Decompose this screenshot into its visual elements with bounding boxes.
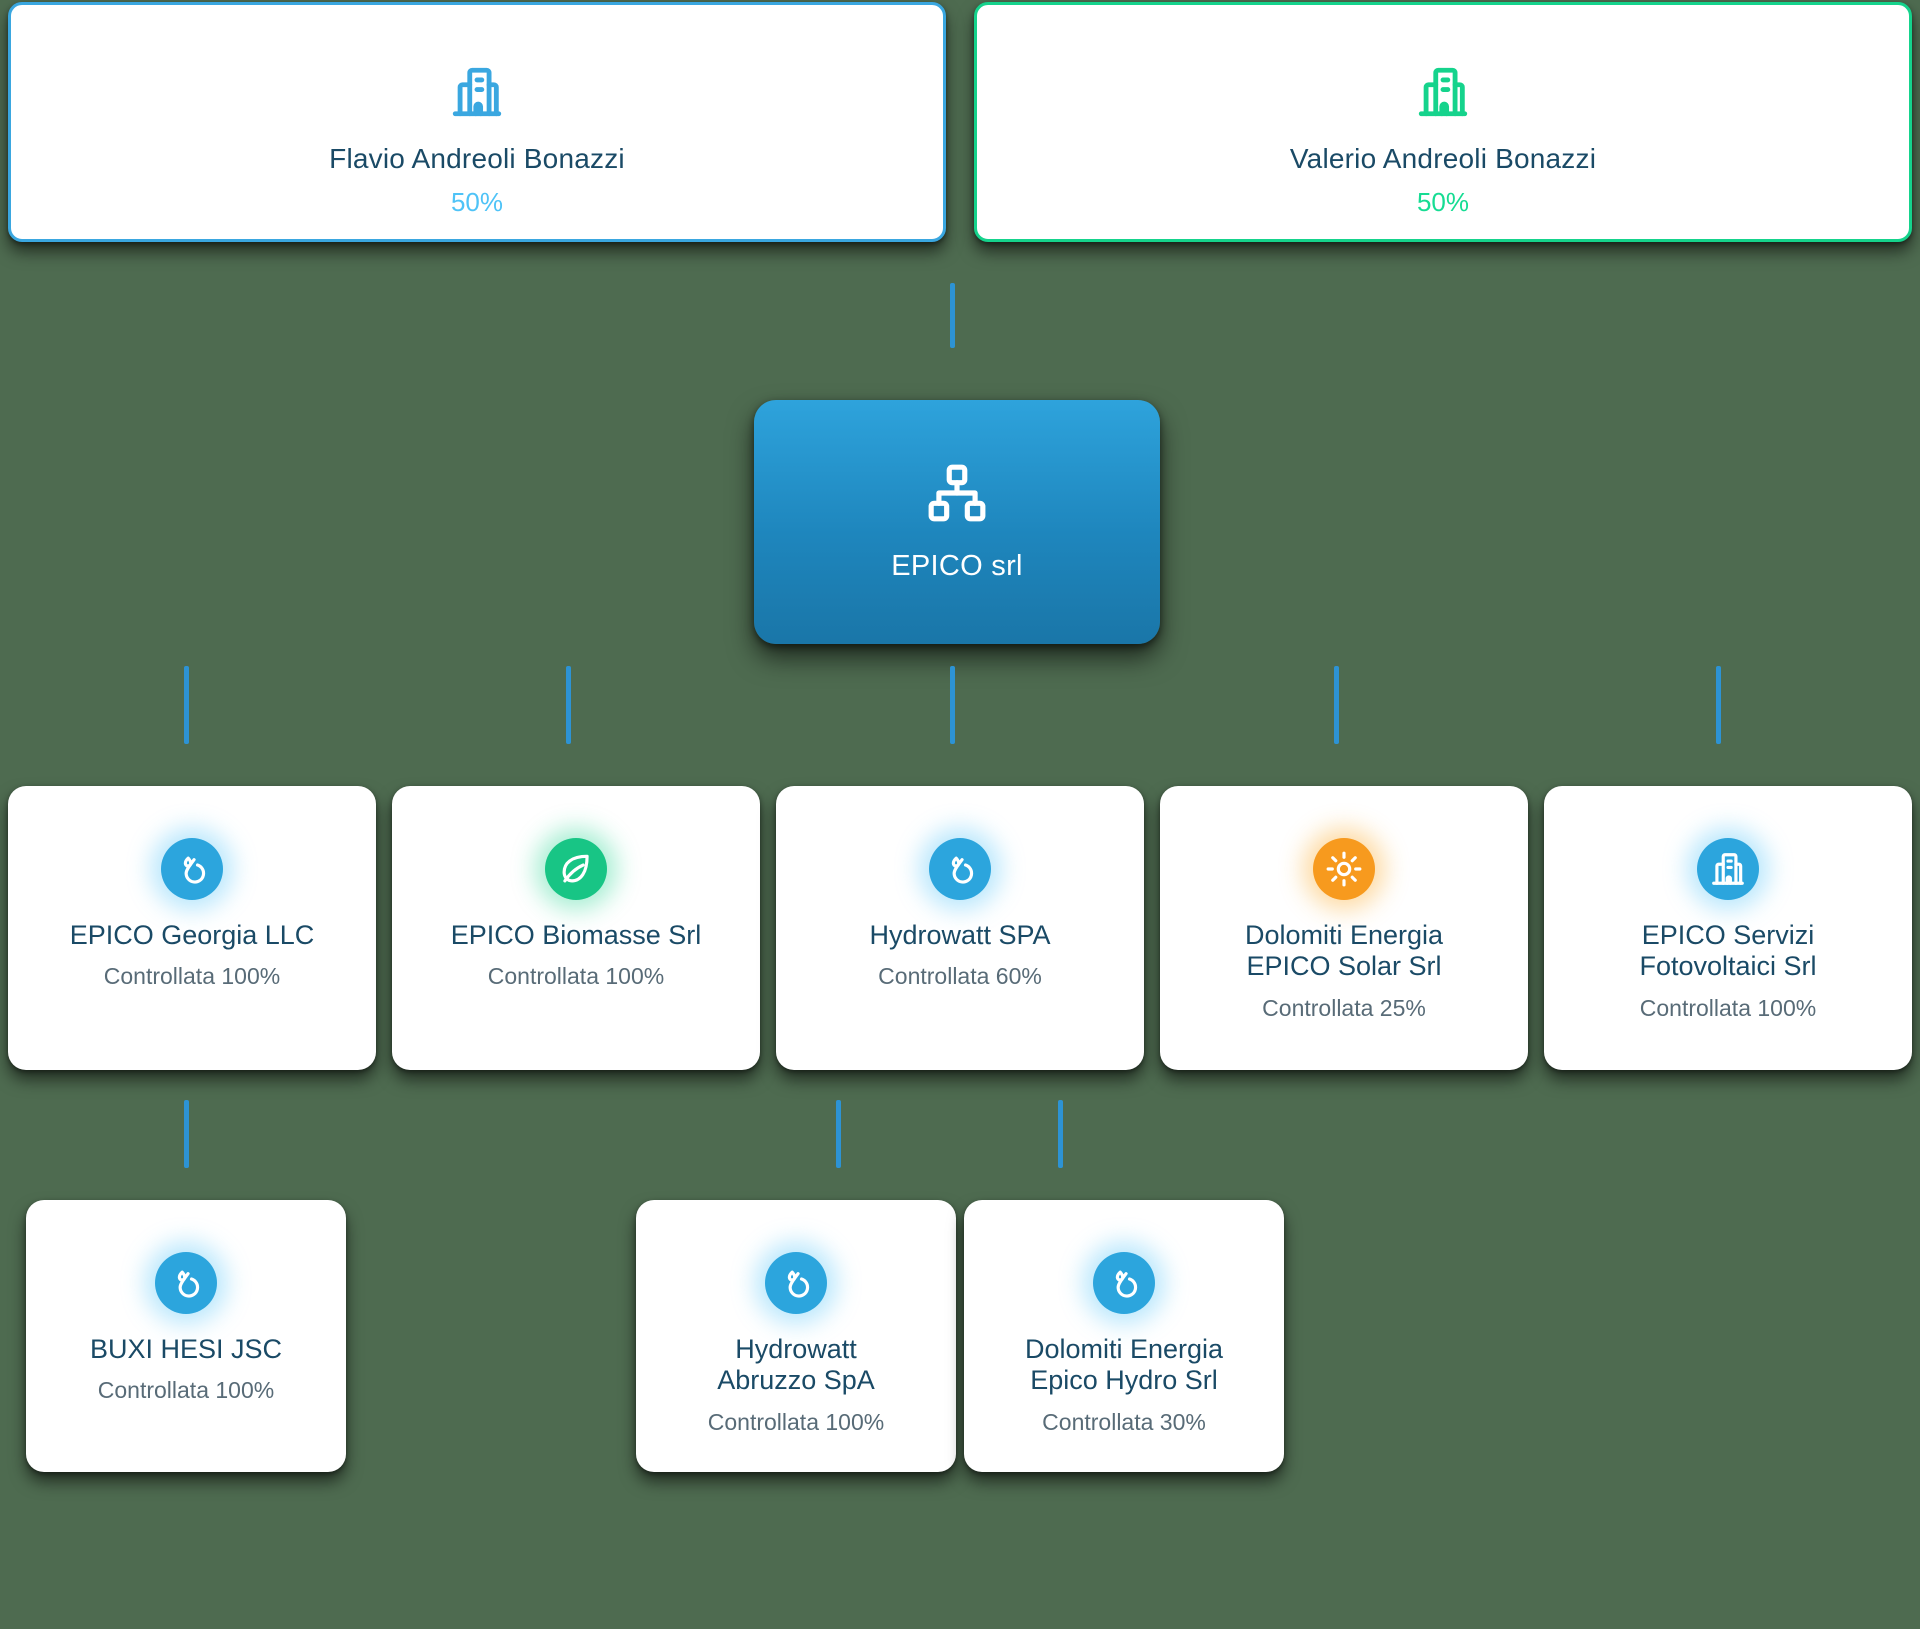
org-chart-icon bbox=[926, 462, 988, 524]
node-name: Hydrowatt SPA bbox=[869, 920, 1051, 950]
owner-percent: 50% bbox=[450, 186, 504, 217]
node-status: Controllata 30% bbox=[1042, 1408, 1206, 1435]
owner-card-flavio[interactable]: Flavio Andreoli Bonazzi 50% bbox=[8, 2, 946, 242]
owner-name: Valerio Andreoli Bonazzi bbox=[1289, 142, 1597, 174]
water-drop-icon bbox=[155, 1252, 217, 1314]
node-name: Hydrowatt Abruzzo SpA bbox=[717, 1334, 875, 1396]
node-buxi-hesi-jsc[interactable]: BUXI HESI JSC Controllata 100% bbox=[26, 1200, 346, 1472]
building-icon bbox=[1414, 63, 1472, 121]
water-drop-icon bbox=[929, 838, 991, 900]
node-name: BUXI HESI JSC bbox=[89, 1334, 283, 1364]
owner-name: Flavio Andreoli Bonazzi bbox=[329, 142, 625, 174]
node-name: Dolomiti Energia EPICO Solar Srl bbox=[1244, 920, 1444, 982]
connector-root-to-biomasse bbox=[566, 666, 571, 744]
node-epico-georgia-llc[interactable]: EPICO Georgia LLC Controllata 100% bbox=[8, 786, 376, 1070]
connector-georgia-to-buxi bbox=[184, 1100, 189, 1168]
node-status: Controllata 100% bbox=[97, 1377, 275, 1404]
connector-root-to-georgia bbox=[184, 666, 189, 744]
connector-hydrowatt-to-abruzzo bbox=[836, 1100, 841, 1168]
node-epico-servizi-fotovoltaici-srl[interactable]: EPICO Servizi Fotovoltaici Srl Controlla… bbox=[1544, 786, 1912, 1070]
node-hydrowatt-abruzzo-spa[interactable]: Hydrowatt Abruzzo SpA Controllata 100% bbox=[636, 1200, 956, 1472]
connector-owners-to-root bbox=[950, 283, 955, 348]
root-label: EPICO srl bbox=[891, 549, 1023, 582]
node-hydrowatt-spa[interactable]: Hydrowatt SPA Controllata 60% bbox=[776, 786, 1144, 1070]
connector-hydrowatt-to-epico-hydro bbox=[1058, 1100, 1063, 1168]
building-icon bbox=[1697, 838, 1759, 900]
root-node-epico-srl[interactable]: EPICO srl bbox=[754, 400, 1160, 644]
owner-percent: 50% bbox=[1416, 186, 1470, 217]
building-icon bbox=[448, 63, 506, 121]
node-dolomiti-energia-epico-hydro-srl[interactable]: Dolomiti Energia Epico Hydro Srl Control… bbox=[964, 1200, 1284, 1472]
node-epico-biomasse-srl[interactable]: EPICO Biomasse Srl Controllata 100% bbox=[392, 786, 760, 1070]
node-status: Controllata 100% bbox=[487, 963, 665, 990]
node-status: Controllata 100% bbox=[1639, 994, 1817, 1021]
water-drop-icon bbox=[161, 838, 223, 900]
node-status: Controllata 100% bbox=[103, 963, 281, 990]
connector-root-to-solar bbox=[1334, 666, 1339, 744]
water-drop-icon bbox=[765, 1252, 827, 1314]
node-status: Controllata 60% bbox=[878, 963, 1042, 990]
leaf-icon bbox=[545, 838, 607, 900]
water-drop-icon bbox=[1093, 1252, 1155, 1314]
node-name: EPICO Servizi Fotovoltaici Srl bbox=[1639, 920, 1817, 982]
sun-icon bbox=[1313, 838, 1375, 900]
node-status: Controllata 25% bbox=[1262, 994, 1426, 1021]
node-status: Controllata 100% bbox=[707, 1408, 885, 1435]
connector-root-to-hydrowatt bbox=[950, 666, 955, 744]
owner-card-valerio[interactable]: Valerio Andreoli Bonazzi 50% bbox=[974, 2, 1912, 242]
connector-root-to-servizi bbox=[1716, 666, 1721, 744]
node-name: EPICO Biomasse Srl bbox=[450, 920, 702, 950]
node-dolomiti-energia-epico-solar-srl[interactable]: Dolomiti Energia EPICO Solar Srl Control… bbox=[1160, 786, 1528, 1070]
node-name: EPICO Georgia LLC bbox=[69, 920, 315, 950]
node-name: Dolomiti Energia Epico Hydro Srl bbox=[1024, 1334, 1224, 1396]
